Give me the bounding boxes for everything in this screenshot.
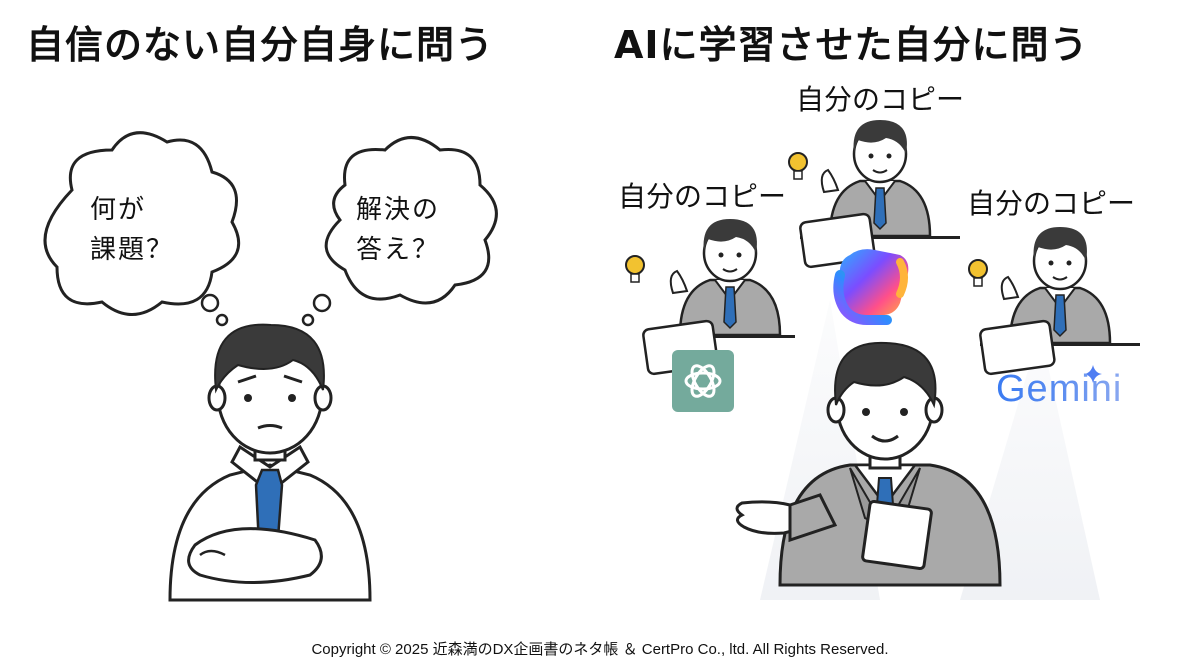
presenter-man-figure bbox=[735, 341, 1002, 587]
title-left: 自信のない自分自身に問う bbox=[26, 23, 495, 67]
chatgpt-logo-icon bbox=[672, 350, 734, 412]
bubble-text-left: 何が 課題？ bbox=[90, 195, 175, 265]
copy-man-right bbox=[968, 227, 1140, 376]
thought-bubble-right bbox=[301, 136, 498, 327]
copy-label-center: 自分のコピー bbox=[796, 83, 965, 116]
gemini-sparkle-icon bbox=[1084, 365, 1102, 383]
copy-man-center bbox=[788, 120, 960, 269]
copyright-footer: Copyright © 2025 近森満のDX企画書のネタ帳 ＆ CertPro… bbox=[311, 641, 889, 658]
copy-label-left: 自分のコピー bbox=[618, 180, 787, 213]
gemini-logo-text: Gemini bbox=[996, 368, 1123, 410]
title-right: AIに学習させた自分に問う bbox=[614, 23, 1089, 67]
copy-man-left bbox=[625, 219, 795, 376]
copilot-logo-icon bbox=[833, 249, 909, 325]
bubble-text-right: 解決の 答え？ bbox=[356, 195, 441, 265]
thought-bubble-left bbox=[43, 131, 241, 327]
worried-man-figure bbox=[168, 323, 372, 602]
copy-label-right: 自分のコピー bbox=[967, 187, 1136, 220]
